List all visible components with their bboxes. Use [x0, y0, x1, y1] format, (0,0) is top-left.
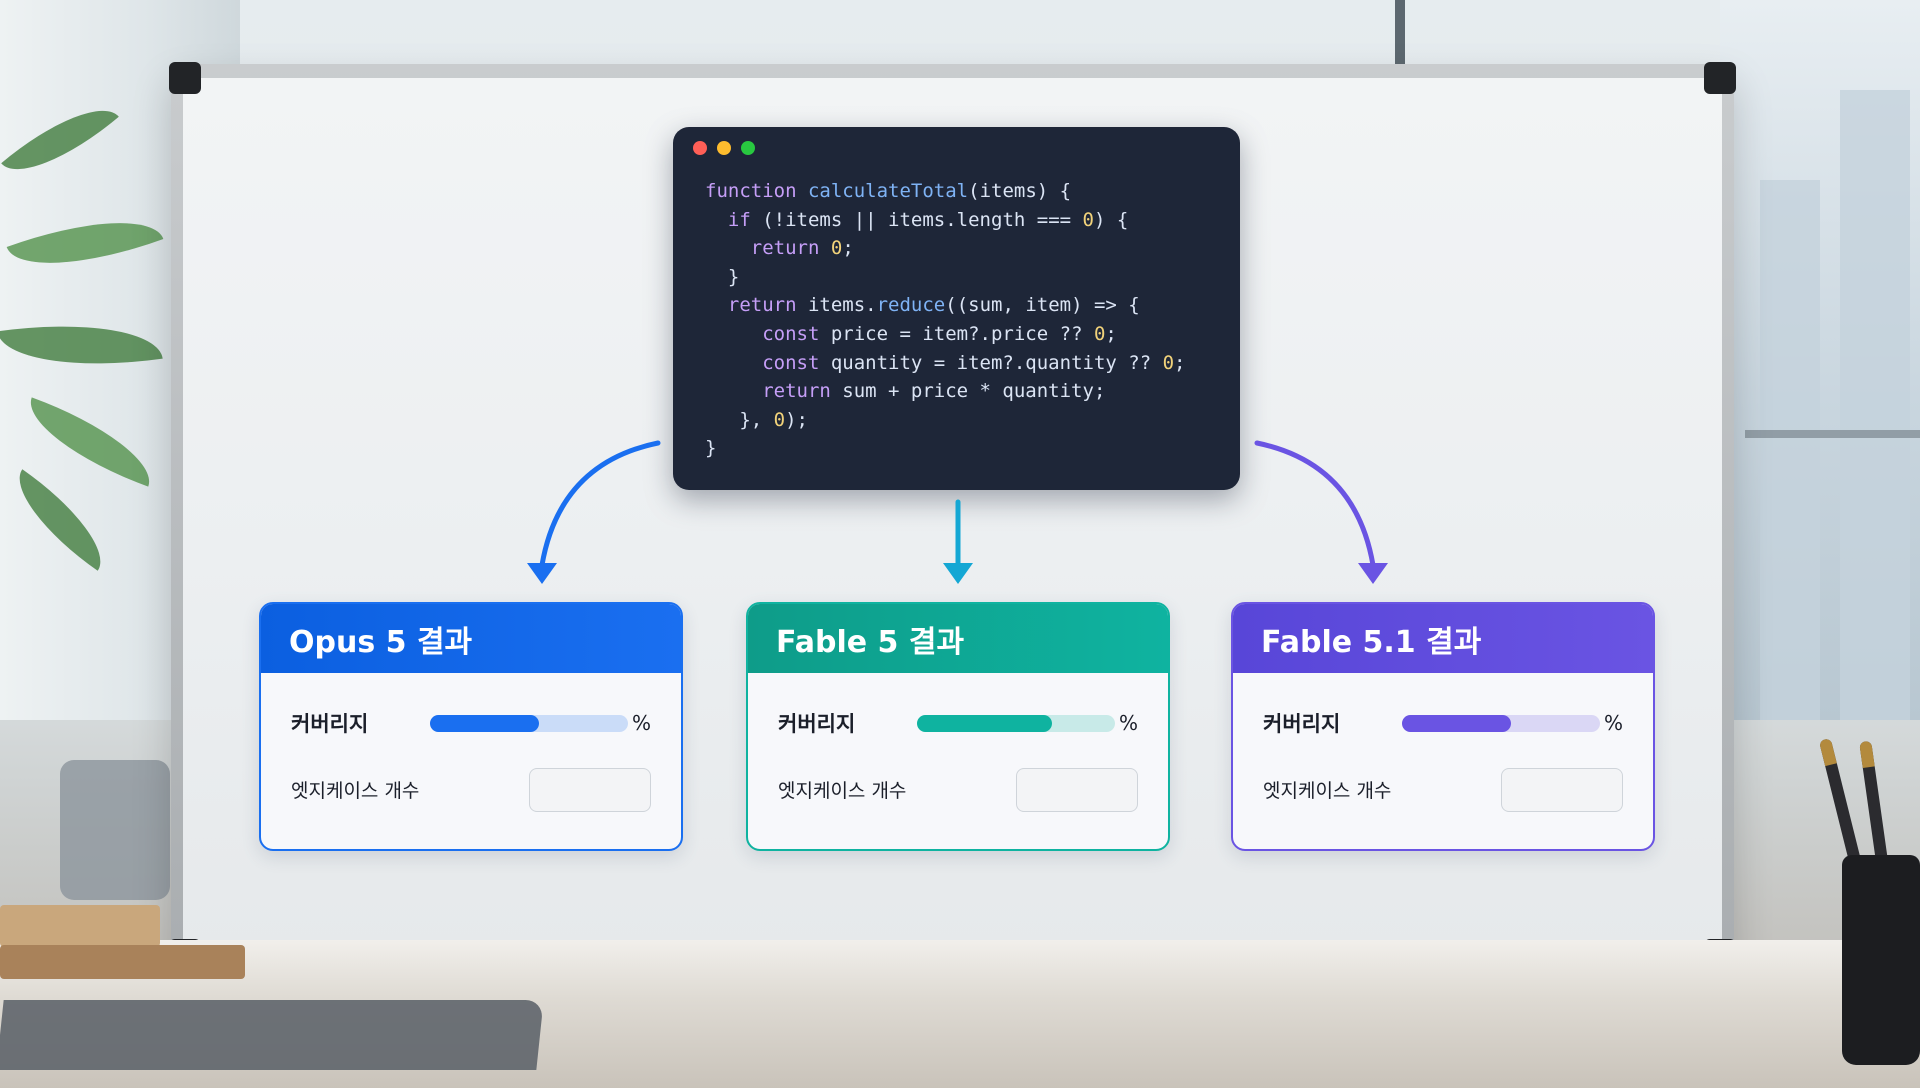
- office-chair: [60, 760, 170, 900]
- minimize-dot-icon: [717, 141, 731, 155]
- result-card-fable-5: Fable 5 결과 커버리지 % 엣지케이스 개수: [746, 602, 1170, 851]
- window-right: [1720, 0, 1920, 720]
- city-building: [1760, 180, 1820, 720]
- code-line: return items.reduce((sum, item) => {: [727, 294, 1140, 317]
- edge-case-input[interactable]: [529, 767, 651, 812]
- coverage-bar-fill: [1402, 714, 1511, 732]
- card-header: Fable 5.1 결과: [1233, 604, 1653, 673]
- percent-sign: %: [631, 711, 651, 735]
- pen-cup: [1842, 855, 1920, 1065]
- edge-case-row: 엣지케이스 개수: [1263, 767, 1623, 812]
- edge-case-row: 엣지케이스 개수: [778, 767, 1138, 812]
- coverage-row: 커버리지 %: [778, 708, 1138, 738]
- edge-case-label: 엣지케이스 개수: [291, 780, 420, 802]
- edge-case-input[interactable]: [1501, 767, 1623, 812]
- code-line: }, 0);: [705, 408, 808, 431]
- notebook: [0, 945, 245, 979]
- arrow-right: [1254, 440, 1376, 568]
- coverage-row: 커버리지 %: [1263, 708, 1623, 738]
- result-card-opus-5: Opus 5 결과 커버리지 % 엣지케이스 개수: [259, 602, 683, 851]
- card-title: Fable 5.1 결과: [1261, 624, 1482, 660]
- window-mullion: [1745, 430, 1920, 438]
- coverage-label: 커버리지: [778, 712, 856, 736]
- edge-case-row: 엣지케이스 개수: [291, 767, 651, 812]
- result-card-fable-5-1: Fable 5.1 결과 커버리지 % 엣지케이스 개수: [1231, 602, 1655, 851]
- window-mullion: [1395, 0, 1405, 64]
- card-header: Fable 5 결과: [748, 604, 1168, 673]
- arrowhead-right-icon: [1358, 563, 1388, 584]
- frame-corner: [1704, 62, 1736, 94]
- coverage-label: 커버리지: [291, 712, 369, 736]
- edge-case-input[interactable]: [1016, 767, 1138, 812]
- coverage-bar: [430, 714, 628, 732]
- card-title: Opus 5 결과: [289, 624, 473, 660]
- code-line: const price = item?.price ?? 0;: [762, 322, 1117, 345]
- code-line: }: [705, 265, 740, 288]
- code-editor: function calculateTotal(items) { if (!it…: [673, 127, 1240, 490]
- code-line: }: [705, 437, 717, 460]
- coverage-bar: [917, 714, 1115, 732]
- code-line: return 0;: [750, 237, 854, 260]
- percent-sign: %: [1118, 711, 1138, 735]
- code-block: function calculateTotal(items) { if (!it…: [705, 177, 1220, 463]
- city-building: [1840, 90, 1910, 720]
- laptop: [0, 1000, 544, 1070]
- coverage-bar: [1402, 714, 1600, 732]
- coverage-bar-fill: [430, 714, 539, 732]
- zoom-dot-icon: [741, 141, 755, 155]
- coverage-bar-fill: [917, 714, 1052, 732]
- code-line: function calculateTotal(items) {: [705, 180, 1072, 202]
- notebook: [0, 905, 160, 947]
- frame-corner: [169, 62, 201, 94]
- code-line: if (!items || items.length === 0) {: [727, 208, 1129, 231]
- code-line: const quantity = item?.quantity ?? 0;: [762, 351, 1186, 374]
- coverage-label: 커버리지: [1263, 712, 1341, 736]
- edge-case-label: 엣지케이스 개수: [778, 780, 907, 802]
- card-header: Opus 5 결과: [261, 604, 681, 673]
- arrowhead-left-icon: [527, 563, 557, 584]
- coverage-row: 커버리지 %: [291, 708, 651, 738]
- arrowhead-center-icon: [943, 563, 973, 584]
- card-title: Fable 5 결과: [776, 624, 965, 660]
- close-dot-icon: [693, 141, 707, 155]
- code-line: return sum + price * quantity;: [762, 380, 1106, 403]
- edge-case-label: 엣지케이스 개수: [1263, 780, 1392, 802]
- percent-sign: %: [1603, 711, 1623, 735]
- arrow-left: [539, 440, 661, 568]
